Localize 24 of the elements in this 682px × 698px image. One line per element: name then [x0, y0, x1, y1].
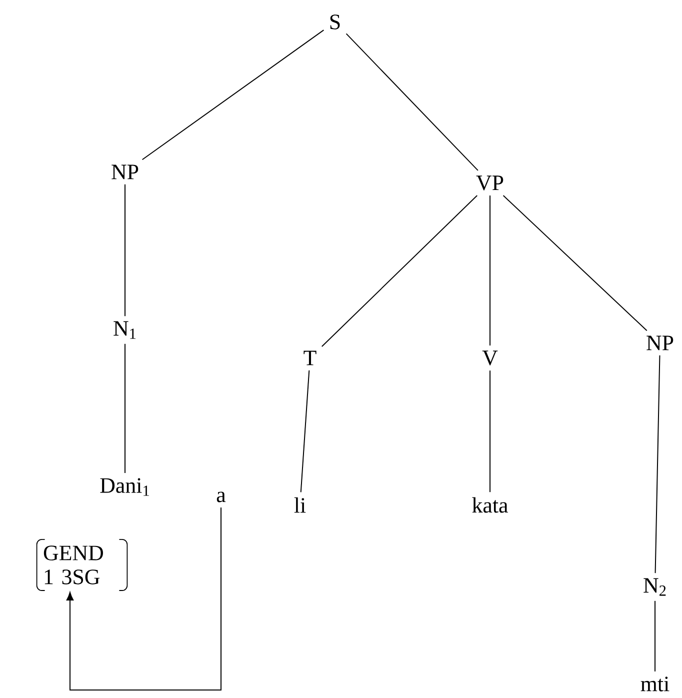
tree-label: NP [646, 336, 674, 350]
tree-branch [502, 195, 648, 332]
tree-label: T [304, 350, 316, 366]
tree-branch [654, 600, 656, 672]
tree-label: mti [640, 676, 670, 692]
tree-label: N$_{1}$ [114, 321, 136, 339]
arrow [66, 506, 222, 690]
tree-branch [300, 370, 310, 493]
tree-label: li [294, 497, 306, 513]
tree-label: NP [112, 164, 138, 180]
tree-branch [124, 343, 126, 474]
tree-label: VP [476, 176, 504, 190]
tree-label: N$_{2}$ [644, 578, 666, 596]
tree-branch [654, 354, 660, 574]
tree-label: Dani$_{1}$ [100, 478, 149, 496]
tree-label: V [482, 350, 498, 366]
feature-bracket: GEND 1 3SG [36, 539, 128, 591]
tree-label: S [330, 14, 340, 30]
tree-branch [124, 184, 126, 317]
tree-branch [346, 33, 478, 171]
tree-label: a [216, 492, 226, 502]
tree-label: kata [472, 497, 508, 513]
tree-branch [321, 195, 478, 347]
tree-branch [142, 30, 324, 160]
